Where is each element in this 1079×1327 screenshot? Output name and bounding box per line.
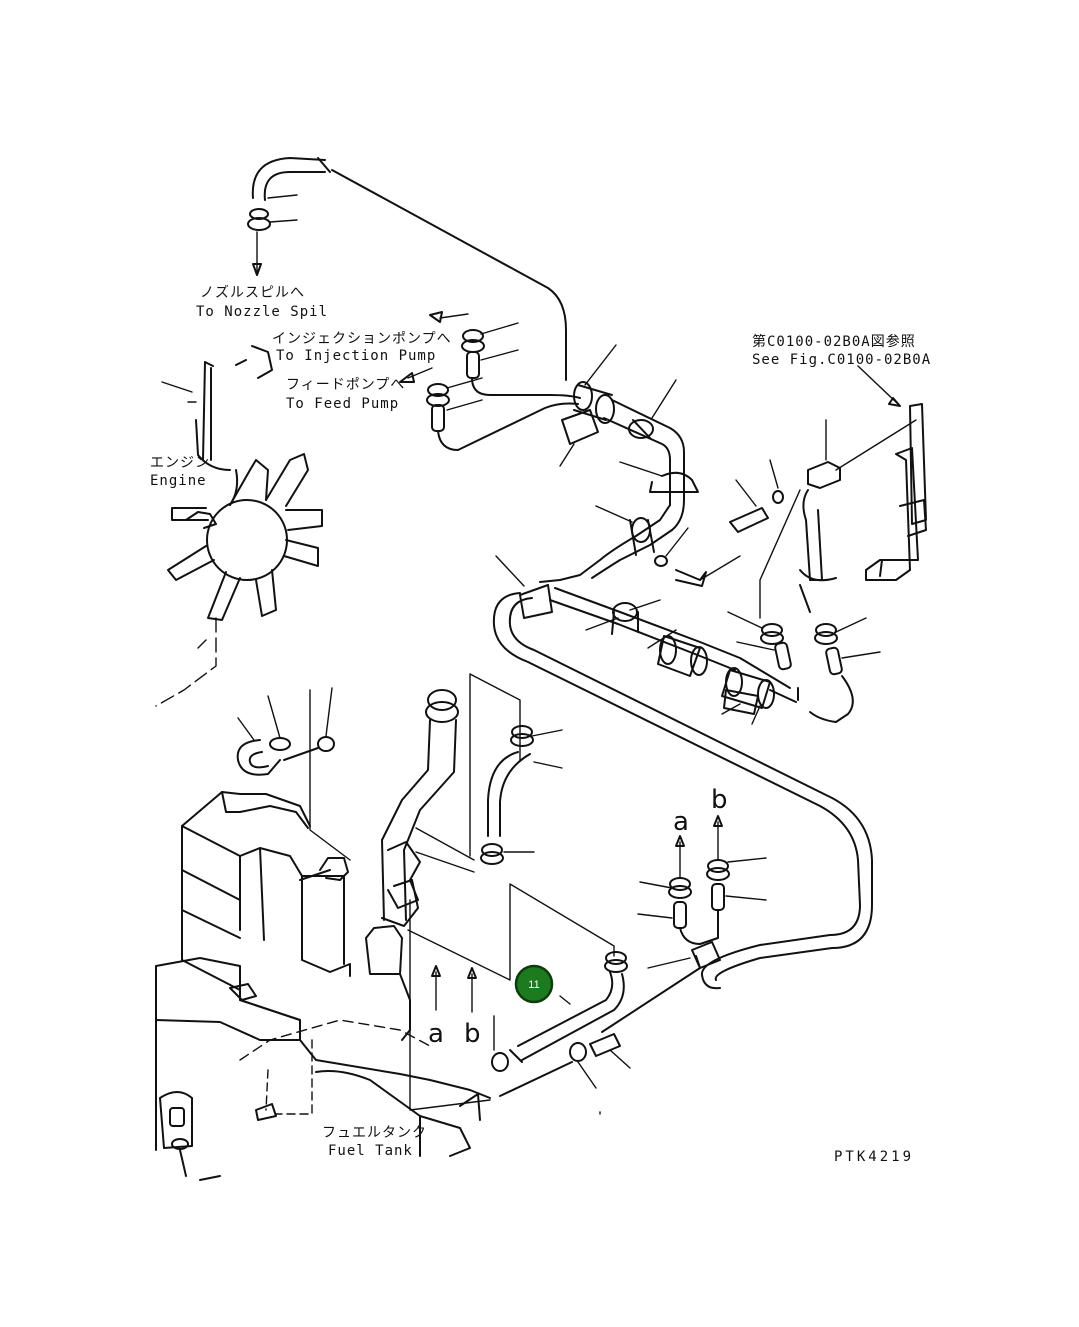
- arrows-upper: [675, 815, 723, 879]
- nozzle-spill-hose: [247, 157, 331, 276]
- label-injection-pump-jp: インジェクションポンプへ: [272, 331, 452, 347]
- label-nozzle-spill-jp: ノズルスピルへ: [200, 285, 305, 301]
- engine-fan: [155, 345, 323, 707]
- lower-filter-assembly: [549, 587, 799, 725]
- right-bracket-assembly: [675, 419, 881, 723]
- return-line: [331, 169, 567, 381]
- tank-lower-hose: [407, 883, 628, 1111]
- feed-pump-hose: [399, 367, 579, 451]
- label-fuel-tank-en: Fuel Tank: [328, 1143, 413, 1159]
- label-arrow-b-lower: b: [464, 1019, 481, 1049]
- part-callout-11[interactable]: 11: [514, 964, 554, 1004]
- left-loop-hose: [236, 687, 335, 776]
- tank-upper-hose: [309, 673, 563, 873]
- label-nozzle-spill-en: To Nozzle Spil: [196, 304, 328, 320]
- frame-bracket: [835, 365, 927, 581]
- callout-number: 11: [528, 979, 539, 991]
- label-see-fig-en: See Fig.C0100-02B0A: [752, 352, 931, 368]
- drawing-code: PTK4219: [834, 1149, 914, 1165]
- upper-filter-assembly: [559, 344, 699, 531]
- label-injection-pump-en: To Injection Pump: [276, 348, 436, 364]
- label-fuel-tank-jp: フュエルタンク: [322, 1125, 427, 1141]
- label-feed-pump-jp: フィードポンプへ: [286, 377, 405, 393]
- label-engine-en: Engine: [150, 473, 207, 489]
- label-engine-jp: エンジン: [150, 455, 210, 471]
- middle-clamps: [495, 504, 689, 619]
- long-loop-pipe: [492, 592, 861, 990]
- return-fitting: [499, 857, 767, 1115]
- label-feed-pump-en: To Feed Pump: [286, 396, 399, 412]
- label-arrow-a-upper: a: [673, 807, 689, 837]
- arrows-lower: [431, 965, 477, 1013]
- label-see-fig-jp: 第C0100-02B0A図参照: [752, 333, 916, 350]
- label-arrow-b-upper: b: [711, 785, 728, 815]
- fuel-tank: [155, 791, 491, 1181]
- label-arrow-a-lower: a: [428, 1019, 444, 1049]
- fuel-filler-neck: [365, 689, 459, 1041]
- injection-pump-hose: [429, 311, 581, 399]
